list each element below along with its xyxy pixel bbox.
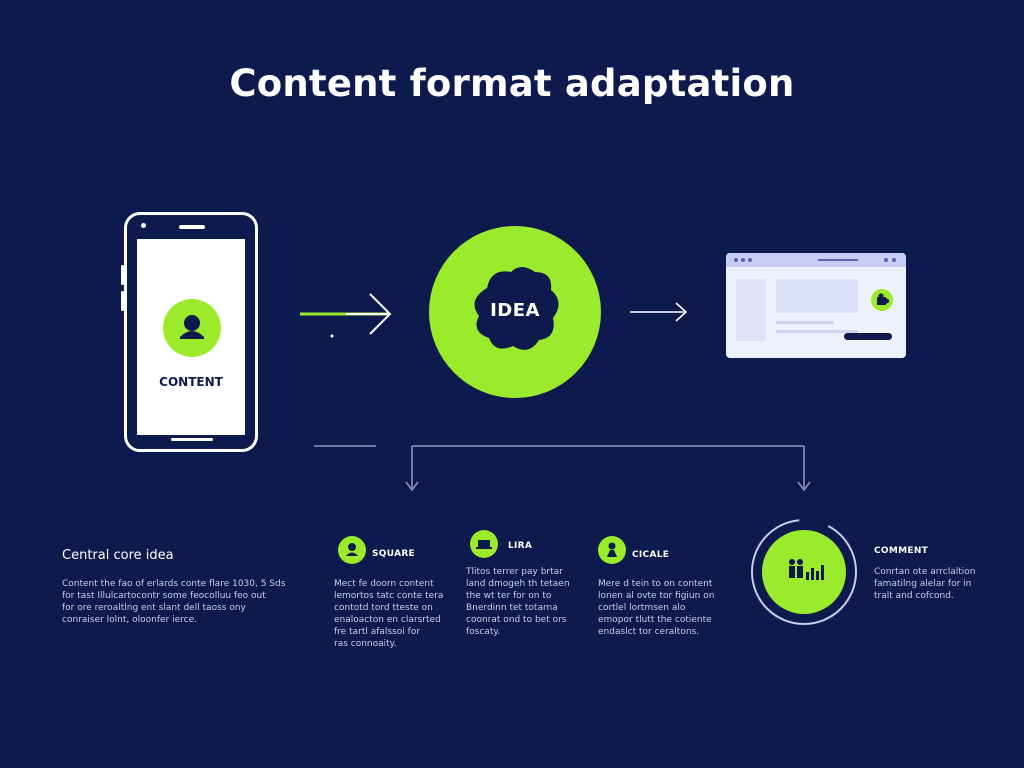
desc-line: coonrat ond to bet ors (466, 615, 567, 625)
core-line: Content the fao of erlards conte flare 1… (62, 579, 286, 589)
desc-line: foscaty. (466, 627, 501, 637)
browser-titlebar (726, 253, 906, 267)
desc-line: tralt and cofcond. (874, 591, 954, 601)
desc-line: endaslct tor ceraltons. (598, 627, 700, 637)
phone-camera (141, 223, 146, 228)
window-dot (734, 258, 738, 262)
window-dot (892, 258, 896, 262)
phone-speaker (179, 225, 205, 229)
desc-line: emopor tlutt the cotiente (598, 615, 712, 625)
content-label: CONTENT (159, 375, 223, 389)
browser-button (844, 333, 892, 340)
core-line: for tast Illulcartocontr some feocolluu … (62, 591, 266, 601)
text-line (776, 330, 858, 333)
desc-line: Conrtan ote arrclaltion (874, 567, 976, 577)
cicale-description: Mere d tein to on content lonen al ovte … (598, 578, 728, 638)
desc-line: the wt ter for on to (466, 591, 552, 601)
desc-line: cortlel lortmsen alo (598, 603, 686, 613)
phone-button (121, 265, 124, 285)
cicale-label: CICALE (632, 550, 670, 560)
square-label: SQUARE (372, 549, 416, 559)
cloud-blob-icon (474, 267, 559, 350)
desc-line: Mect fe doorn content (334, 579, 434, 589)
core-description: Content the fao of erlards conte flare 1… (62, 578, 292, 626)
people-chart-icon (789, 559, 824, 580)
desc-line: Bnerdinn tet totarna (466, 603, 558, 613)
phone-home-bar (171, 438, 213, 441)
window-dot (741, 258, 745, 262)
window-dot (748, 258, 752, 262)
desc-line: enaloacton en clarsrted (334, 615, 441, 625)
phone-device: CONTENT (121, 212, 258, 452)
box-icon (470, 530, 498, 558)
desc-line: lonen al ovte tor figiun on (598, 591, 715, 601)
desc-line: lemortos tatc conte tera (334, 591, 444, 601)
comment-ring (751, 519, 857, 625)
desc-line: ras connoaity. (334, 639, 397, 649)
branch-connector (314, 445, 811, 492)
arrow-to-browser (630, 302, 688, 322)
hero-block (776, 279, 858, 313)
page-title: Content format adaptation (229, 62, 795, 105)
lira-label: LIRA (508, 541, 533, 551)
arrow-to-idea (300, 293, 392, 338)
text-line (776, 321, 834, 324)
desc-line: Tlitos terrer pay brtar (466, 567, 563, 577)
core-line: for ore reroaltlng ent slant dell taoss … (62, 603, 246, 613)
lira-description: Tlitos terrer pay brtar land dmogeh th t… (466, 566, 586, 638)
square-description: Mect fe doorn content lemortos tatc cont… (334, 578, 454, 650)
sidebar-block (736, 279, 766, 341)
browser-window (726, 253, 906, 358)
desc-line: famatilng alelar for in (874, 579, 972, 589)
desc-line: fre tartl afalssoi for (334, 627, 421, 637)
core-heading: Central core idea (62, 548, 174, 563)
desc-line: land dmogeh th tetaen (466, 579, 570, 589)
url-bar (818, 259, 858, 261)
idea-label: IDEA (490, 300, 540, 321)
comment-label: COMMENT (874, 546, 929, 556)
idea-circle (429, 226, 601, 398)
desc-line: contotd tord tteste on (334, 603, 433, 613)
person-icon (598, 536, 626, 564)
person-icon (338, 536, 366, 564)
core-line: conraiser lolnt, oloonfer ierce. (62, 615, 197, 625)
puzzle-icon (871, 289, 893, 311)
desc-line: Mere d tein to on content (598, 579, 713, 589)
window-dot (884, 258, 888, 262)
phone-button (121, 291, 124, 311)
comment-description: Conrtan ote arrclaltion famatilng alelar… (874, 566, 1004, 602)
phone-screen: CONTENT (137, 239, 245, 435)
person-icon (163, 299, 221, 357)
